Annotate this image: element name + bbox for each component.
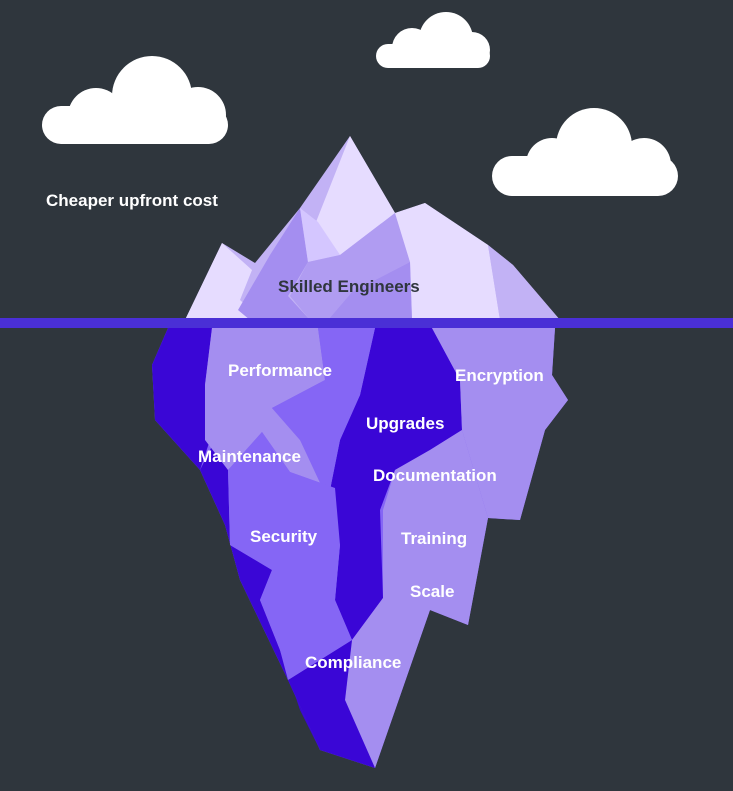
cloud-right xyxy=(492,108,678,196)
hidden-cost-scale: Scale xyxy=(410,582,455,601)
hidden-cost-maintenance: Maintenance xyxy=(198,447,301,466)
cloud-left xyxy=(42,56,228,144)
cloud-top xyxy=(376,12,490,68)
iceberg-tip-label: Skilled Engineers xyxy=(278,277,420,296)
hidden-cost-training: Training xyxy=(401,529,468,548)
waterline xyxy=(0,318,733,328)
above-water-label: Cheaper upfront cost xyxy=(46,191,218,210)
hidden-cost-upgrades: Upgrades xyxy=(366,414,445,433)
hidden-cost-performance: Performance xyxy=(228,361,332,380)
iceberg-tip xyxy=(185,136,560,320)
hidden-cost-compliance: Compliance xyxy=(305,653,402,672)
iceberg-underwater xyxy=(152,328,568,768)
hidden-cost-security: Security xyxy=(250,527,318,546)
hidden-cost-documentation: Documentation xyxy=(373,466,497,485)
hidden-cost-encryption: Encryption xyxy=(455,366,544,385)
